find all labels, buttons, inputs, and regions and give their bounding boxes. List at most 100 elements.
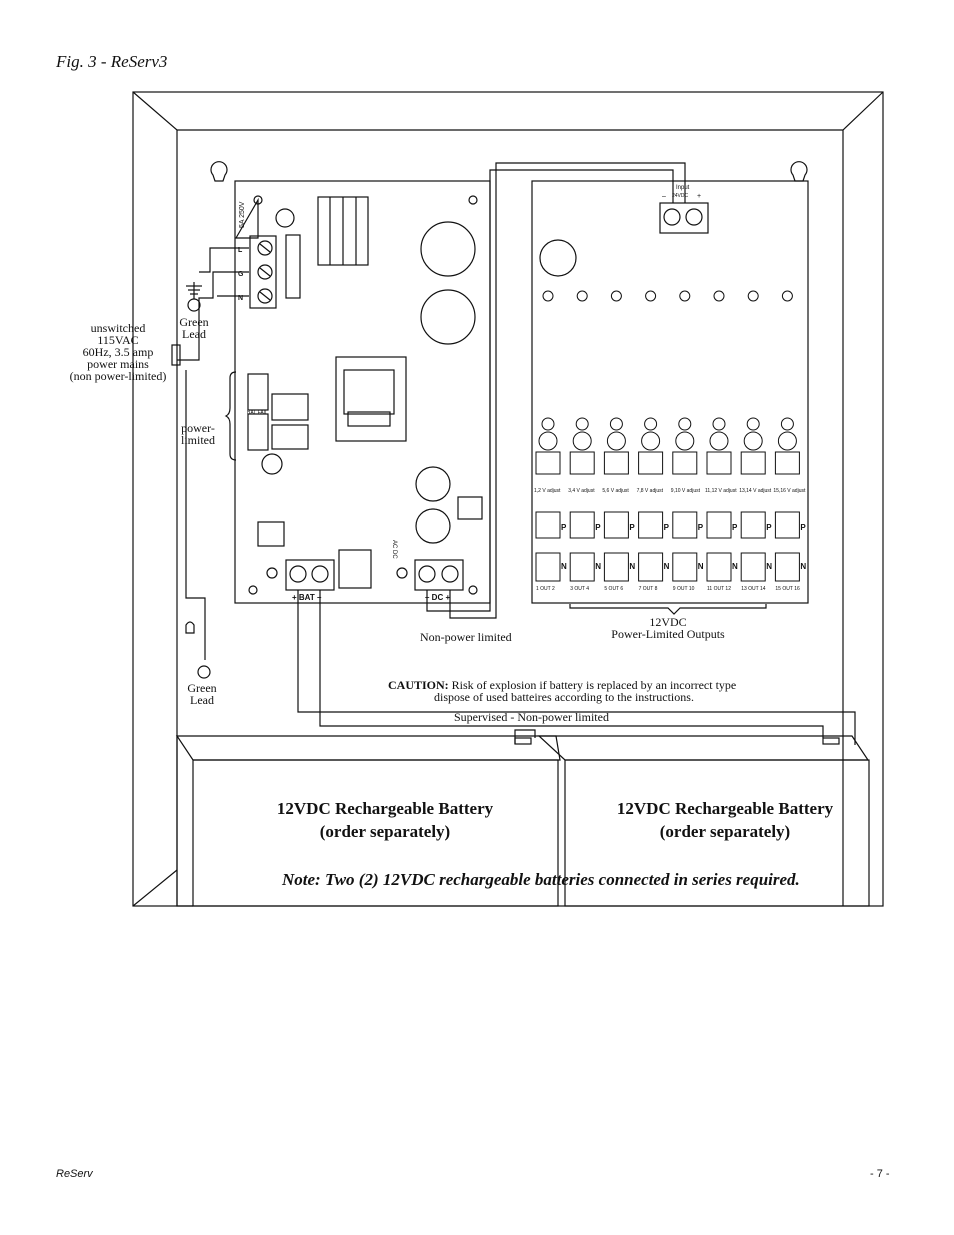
battery-right-line2: (order separately) [659, 822, 791, 841]
adjust-label-7: 13,14 V adjust [739, 488, 772, 494]
n-terminal-3 [603, 552, 629, 582]
n-label-6: N [732, 562, 738, 571]
led-4 [644, 417, 658, 431]
led-3 [609, 417, 623, 431]
acdc-label: AC DC [391, 540, 397, 559]
keyhole-left [210, 161, 228, 182]
adjust-label-6: 11,12 V adjust [705, 488, 737, 494]
keyhole-right [790, 161, 808, 182]
p-label-2: P [595, 523, 601, 532]
out-label-2: 3 OUT 4 [570, 586, 589, 592]
n-terminal-8 [774, 552, 800, 582]
out-label-4: 7 OUT 8 [639, 586, 658, 592]
n-terminal-6 [706, 552, 732, 582]
out-label-5: 9 OUT 10 [673, 586, 695, 592]
terminal-l-label: L [238, 247, 243, 254]
green-lead-top-label: Green Lead [179, 315, 209, 341]
figure-title: Fig. 3 - ReServ3 [56, 52, 168, 71]
n-terminal-7 [740, 552, 766, 582]
out-label-1: 1 OUT 2 [536, 586, 555, 592]
p-terminal-3 [603, 511, 629, 539]
led-top-1 [542, 290, 554, 302]
p-label-3: P [629, 523, 635, 532]
n-label-8: N [800, 562, 806, 571]
led-top-3 [610, 290, 622, 302]
p-label-6: P [732, 523, 738, 532]
adjust-label-8: 15,16 V adjust [773, 488, 806, 494]
footer-left: ReServ [56, 1168, 93, 1180]
p-terminal-4 [638, 511, 664, 539]
green-lead-bottom-label: Green Lead [187, 681, 217, 707]
caution-line2: dispose of used batteires according to t… [434, 690, 694, 704]
led-top-7 [747, 290, 759, 302]
battery-left-line2: (order separately) [319, 822, 451, 841]
potentiometer-7 [740, 451, 766, 475]
out-label-7: 13 OUT 14 [741, 586, 766, 592]
series-note: Note: Two (2) 12VDC rechargeable batteri… [282, 870, 800, 889]
p-label-5: P [698, 523, 704, 532]
caution-line1: CAUTION: Risk of explosion if battery is… [388, 679, 736, 691]
potentiometer-6 [706, 451, 732, 475]
out-label-6: 11 OUT 12 [707, 586, 731, 592]
fuse-4 [641, 431, 661, 451]
n-label-2: N [595, 562, 601, 571]
led-top-8 [781, 290, 793, 302]
footer-right: - 7 - [870, 1168, 890, 1180]
led-top-5 [679, 290, 691, 302]
bat-fail-label: BAT FAIL [247, 410, 268, 416]
led-5 [678, 417, 692, 431]
adjust-label-2: 3,4 V adjust [568, 488, 595, 494]
n-label-4: N [664, 562, 670, 571]
fuse-5 [675, 431, 695, 451]
p-label-8: P [800, 523, 806, 532]
n-terminal-4 [638, 552, 664, 582]
p-label-7: P [766, 523, 772, 532]
adjust-label-1: 1,2 V adjust [534, 488, 561, 494]
p-label-4: P [664, 523, 670, 532]
fuse-3 [606, 431, 626, 451]
p-terminal-8 [774, 511, 800, 539]
fuse-7 [743, 431, 763, 451]
led-7 [746, 417, 760, 431]
out-label-3: 5 OUT 6 [604, 586, 623, 592]
led-2 [575, 417, 589, 431]
fuse-2 [572, 431, 592, 451]
n-label-5: N [698, 562, 704, 571]
battery-right-title: 12VDC Rechargeable Battery (order separa… [565, 797, 885, 843]
distribution-board [531, 180, 809, 604]
outputs-label: 12VDC Power-Limited Outputs [611, 615, 725, 641]
fuse-1 [538, 431, 558, 451]
non-power-limited-label: Non-power limited [420, 630, 512, 644]
p-terminal-7 [740, 511, 766, 539]
battery-right [564, 759, 870, 907]
battery-right-line1: 12VDC Rechargeable Battery [616, 799, 834, 818]
supervised-label: Supervised - Non-power limited [454, 710, 609, 724]
adjust-label-5: 9,10 V adjust [671, 488, 701, 494]
fuse-label: 5A 250V [239, 201, 246, 228]
p-label-1: P [561, 523, 567, 532]
n-terminal-2 [569, 552, 595, 582]
caution-bold: CAUTION: [388, 678, 449, 692]
caution-text: Risk of explosion if battery is replaced… [448, 678, 737, 692]
terminal-n-label: N [238, 295, 243, 302]
n-label-7: N [766, 562, 772, 571]
battery-left-line1: 12VDC Rechargeable Battery [276, 799, 494, 818]
led-1 [541, 417, 555, 431]
input-polarity-neg: – [662, 193, 666, 200]
n-terminal-1 [535, 552, 561, 582]
input-polarity-pos: + [697, 193, 701, 200]
input-label-1: Input [676, 185, 690, 191]
potentiometer-5 [672, 451, 698, 475]
out-label-8: 15 OUT 16 [775, 586, 800, 592]
input-voltage-label: 24VDC [672, 193, 689, 199]
led-6 [712, 417, 726, 431]
battery-left [192, 759, 559, 907]
power-limited-label: power- limited [181, 421, 215, 447]
potentiometer-8 [774, 451, 800, 475]
p-terminal-2 [569, 511, 595, 539]
n-terminal-5 [672, 552, 698, 582]
led-8 [780, 417, 794, 431]
terminal-g-label: G [238, 271, 244, 278]
potentiometer-2 [569, 451, 595, 475]
